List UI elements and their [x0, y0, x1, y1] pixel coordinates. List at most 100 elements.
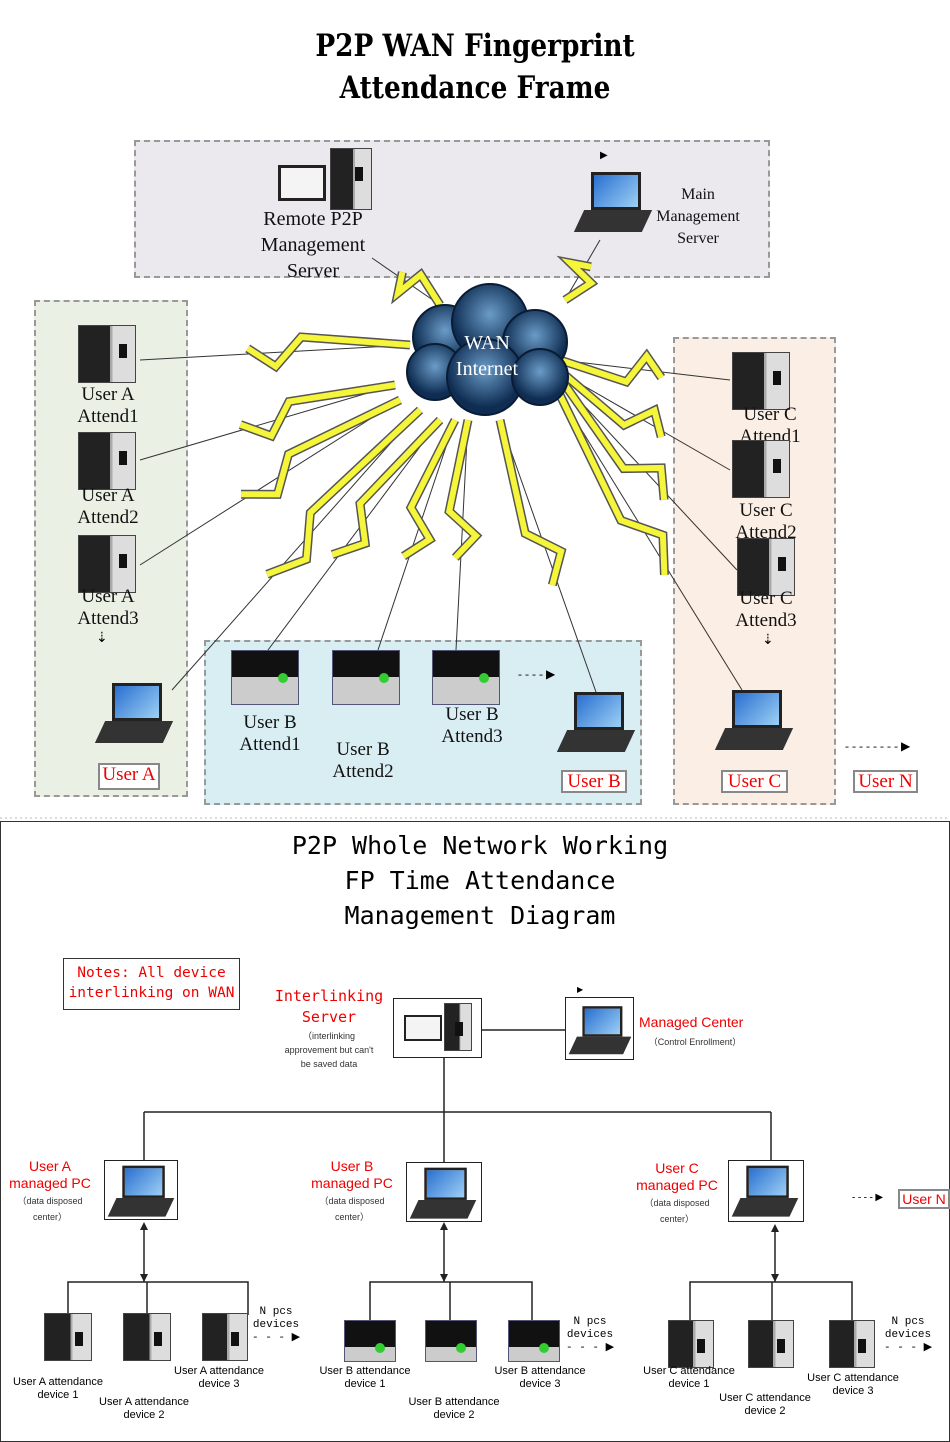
- attendance-device-icon: [123, 1313, 171, 1361]
- dashed-arrow-icon: - - - - - - - - ▶: [845, 739, 911, 753]
- user-n-tag: User N: [853, 770, 918, 793]
- laptop-icon: [568, 1006, 632, 1056]
- label-line: Attend1: [239, 734, 301, 755]
- label-line: User B attendance: [494, 1365, 586, 1377]
- label-line: device 1: [37, 1389, 79, 1401]
- managed-center-note: （Control Enrollment）: [648, 1037, 742, 1047]
- label-line: device 3: [198, 1378, 240, 1390]
- label-line: Main: [681, 186, 715, 203]
- note-line: （data disposed: [644, 1198, 710, 1208]
- user-a-pc-box: [104, 1160, 178, 1220]
- arrow-down-icon: ⇣: [762, 633, 774, 648]
- attendance-device-icon: [425, 1320, 477, 1362]
- monitor-icon: [278, 165, 326, 201]
- note-line: （data disposed: [319, 1196, 385, 1206]
- label-line: Attend3: [441, 726, 503, 747]
- link-line: [139, 384, 396, 461]
- label-line: User C attendance: [643, 1365, 735, 1377]
- label-line: N pcs: [259, 1306, 293, 1318]
- title-line: managed PC: [636, 1177, 718, 1193]
- link-line: [171, 409, 421, 691]
- label-line: User B: [336, 739, 390, 760]
- lightning-bolt: [393, 270, 443, 307]
- label-line: User B: [243, 712, 297, 733]
- label-line: devices: [252, 1319, 300, 1331]
- label-line: User B attendance: [319, 1365, 411, 1377]
- label-line: User B attendance: [408, 1396, 500, 1408]
- label-line: Remote P2P: [263, 208, 363, 230]
- user-c-pc-box: [728, 1160, 804, 1222]
- attendance-device-icon: [732, 352, 790, 410]
- laptop-icon: [714, 690, 794, 752]
- label-line: User A attendance: [13, 1376, 103, 1388]
- title-line: User C: [655, 1160, 699, 1176]
- lightning-bolt: [265, 407, 423, 578]
- lightning-bolt: [557, 393, 668, 576]
- note-line: （interlinking: [302, 1031, 356, 1041]
- user-b-tag: User B: [561, 770, 627, 793]
- lightning-bolt: [561, 258, 596, 303]
- link-line: [267, 419, 441, 651]
- link-line: [559, 359, 731, 381]
- label-line: N pcs: [891, 1316, 925, 1328]
- user-c-tag: User C: [721, 770, 788, 793]
- user-c-pc-note: （data disposed center）: [634, 1195, 720, 1227]
- link-line: [377, 419, 456, 651]
- note-line: center）: [659, 1214, 694, 1224]
- interlinking-server-box: [393, 998, 482, 1058]
- lightning-bolt: [331, 417, 443, 558]
- user-n-tag: User N: [898, 1189, 950, 1209]
- lightning-bolt: [239, 382, 396, 440]
- laptop-icon: [409, 1167, 477, 1221]
- label-line: User A: [81, 485, 135, 506]
- attendance-device-icon: [44, 1313, 92, 1361]
- title-line: P2P Whole Network Working: [291, 831, 669, 860]
- attendance-device-icon: [344, 1320, 396, 1362]
- attendance-device-icon: [202, 1313, 248, 1361]
- link-line: [139, 344, 411, 361]
- note-line: center）: [334, 1212, 369, 1222]
- arrow-icon: ▶: [577, 985, 584, 994]
- attendance-device-icon: [732, 440, 790, 498]
- label-line: Attend2: [77, 507, 139, 528]
- label-line: Internet: [455, 358, 519, 380]
- attendance-device-icon: [78, 325, 136, 383]
- server-tower-icon: [444, 1003, 472, 1051]
- lightning-bolt: [497, 419, 565, 586]
- label-line: Attend3: [77, 608, 139, 629]
- laptop-icon: [731, 1165, 799, 1219]
- label-line: Attend1: [77, 406, 139, 427]
- user-b-pc-box: [406, 1162, 482, 1222]
- title-line: managed PC: [311, 1175, 393, 1191]
- lightning-links: [0, 239, 950, 819]
- attendance-device-icon: [737, 538, 795, 596]
- label-line: User C: [739, 588, 793, 609]
- user-b-pc-note: （data disposed center）: [310, 1193, 394, 1225]
- link-line: [139, 399, 401, 566]
- laptop-icon: [94, 683, 174, 745]
- attendance-device-icon: [432, 650, 500, 705]
- label-line: Attend3: [735, 610, 797, 631]
- lightning-bolt: [562, 383, 668, 501]
- title-line: Server: [301, 1008, 357, 1026]
- dashed-arrow-icon: - - - - ▶: [518, 667, 556, 681]
- title-line: User A: [28, 1158, 71, 1174]
